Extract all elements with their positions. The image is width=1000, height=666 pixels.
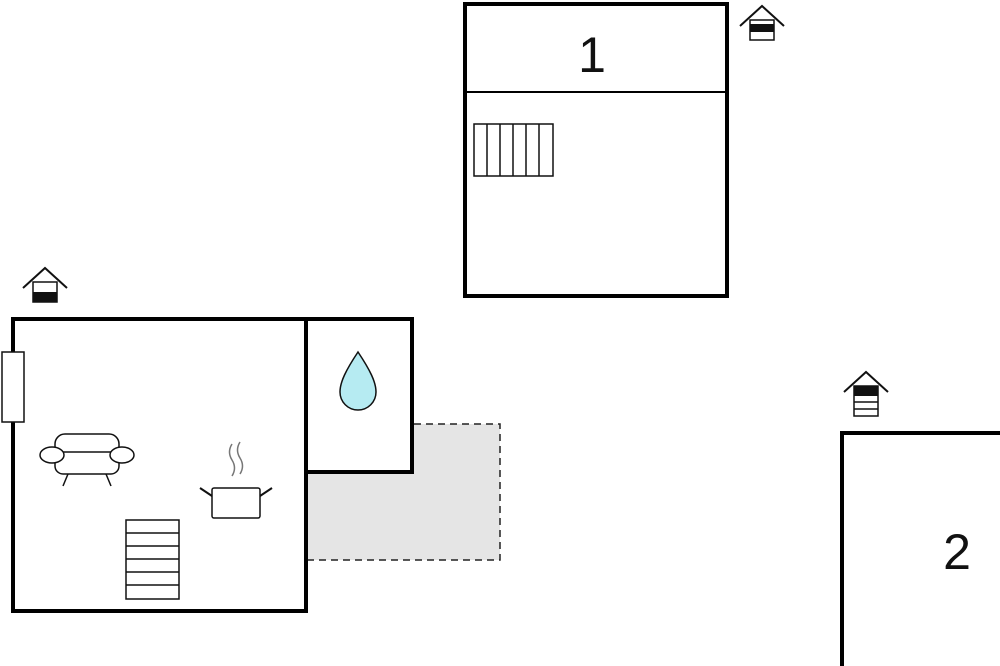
house-level-icon bbox=[22, 266, 68, 303]
house-level-icon bbox=[843, 370, 889, 417]
ground-floor bbox=[1, 317, 414, 613]
window-icon bbox=[1, 351, 25, 423]
floor-1-label: 1 bbox=[578, 27, 606, 83]
floor-1: 1 bbox=[463, 2, 729, 298]
cooking-pot-icon bbox=[199, 441, 273, 519]
staircase-icon bbox=[125, 519, 180, 600]
floor-2: 2 bbox=[840, 431, 1000, 666]
floor-2-label: 2 bbox=[943, 524, 971, 580]
sofa-icon bbox=[39, 433, 135, 487]
staircase-icon bbox=[473, 123, 554, 177]
floor-2-outline bbox=[840, 431, 1000, 666]
water-drop-icon bbox=[339, 350, 377, 411]
house-level-icon bbox=[739, 4, 785, 41]
